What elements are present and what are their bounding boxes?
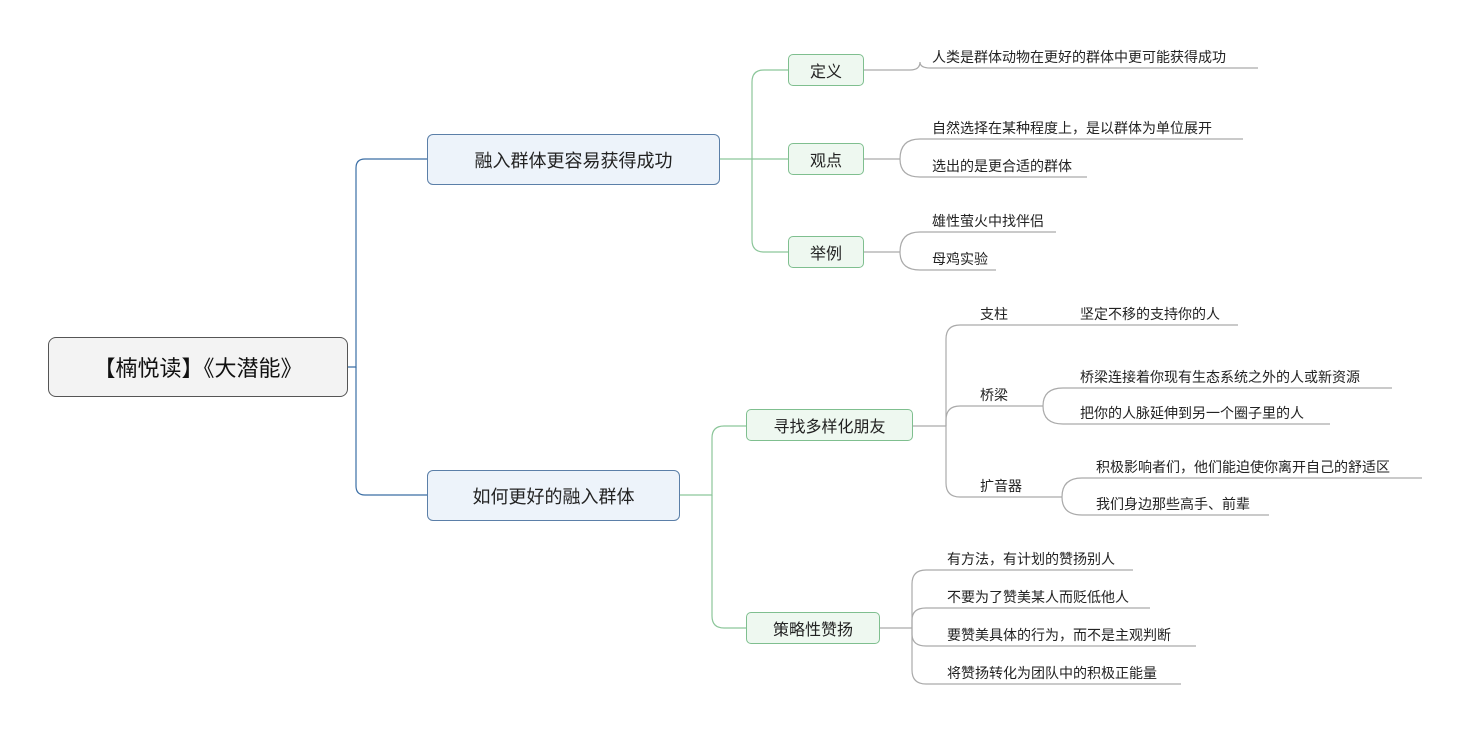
subtopic-strategic-praise[interactable]: 策略性赞扬 bbox=[746, 612, 880, 644]
leaf-praise-3[interactable]: 要赞美具体的行为，而不是主观判断 bbox=[947, 628, 1171, 644]
leaf-praise-1[interactable]: 有方法，有计划的赞扬别人 bbox=[947, 552, 1115, 568]
branch-2-topic[interactable]: 如何更好的融入群体 bbox=[427, 470, 680, 521]
leaf-amplifier-1[interactable]: 积极影响者们，他们能迫使你离开自己的舒适区 bbox=[1096, 460, 1390, 476]
branch-1-topic[interactable]: 融入群体更容易获得成功 bbox=[427, 134, 720, 185]
root-topic[interactable]: 【楠悦读】《大潜能》 bbox=[48, 337, 348, 397]
leaf-bridge-2[interactable]: 把你的人脉延伸到另一个圈子里的人 bbox=[1080, 406, 1304, 422]
group-amplifier[interactable]: 扩音器 bbox=[980, 479, 1022, 495]
group-pillar[interactable]: 支柱 bbox=[980, 307, 1008, 323]
leaf-viewpoint-1[interactable]: 自然选择在某种程度上，是以群体为单位展开 bbox=[932, 121, 1212, 137]
leaf-pillar-1[interactable]: 坚定不移的支持你的人 bbox=[1080, 307, 1220, 323]
leaf-viewpoint-2[interactable]: 选出的是更合适的群体 bbox=[932, 159, 1072, 175]
subtopic-viewpoint[interactable]: 观点 bbox=[788, 143, 864, 175]
leaf-bridge-1[interactable]: 桥梁连接着你现有生态系统之外的人或新资源 bbox=[1080, 370, 1360, 386]
leaf-praise-2[interactable]: 不要为了赞美某人而贬低他人 bbox=[947, 590, 1129, 606]
subtopic-definition[interactable]: 定义 bbox=[788, 54, 864, 86]
leaf-example-2[interactable]: 母鸡实验 bbox=[932, 252, 988, 268]
subtopic-example[interactable]: 举例 bbox=[788, 236, 864, 268]
leaf-praise-4[interactable]: 将赞扬转化为团队中的积极正能量 bbox=[947, 666, 1157, 682]
subtopic-diverse-friends[interactable]: 寻找多样化朋友 bbox=[746, 409, 913, 441]
leaf-amplifier-2[interactable]: 我们身边那些高手、前辈 bbox=[1096, 497, 1250, 513]
group-bridge[interactable]: 桥梁 bbox=[980, 388, 1008, 404]
leaf-example-1[interactable]: 雄性萤火中找伴侣 bbox=[932, 214, 1044, 230]
leaf-definition-1[interactable]: 人类是群体动物在更好的群体中更可能获得成功 bbox=[932, 50, 1226, 66]
